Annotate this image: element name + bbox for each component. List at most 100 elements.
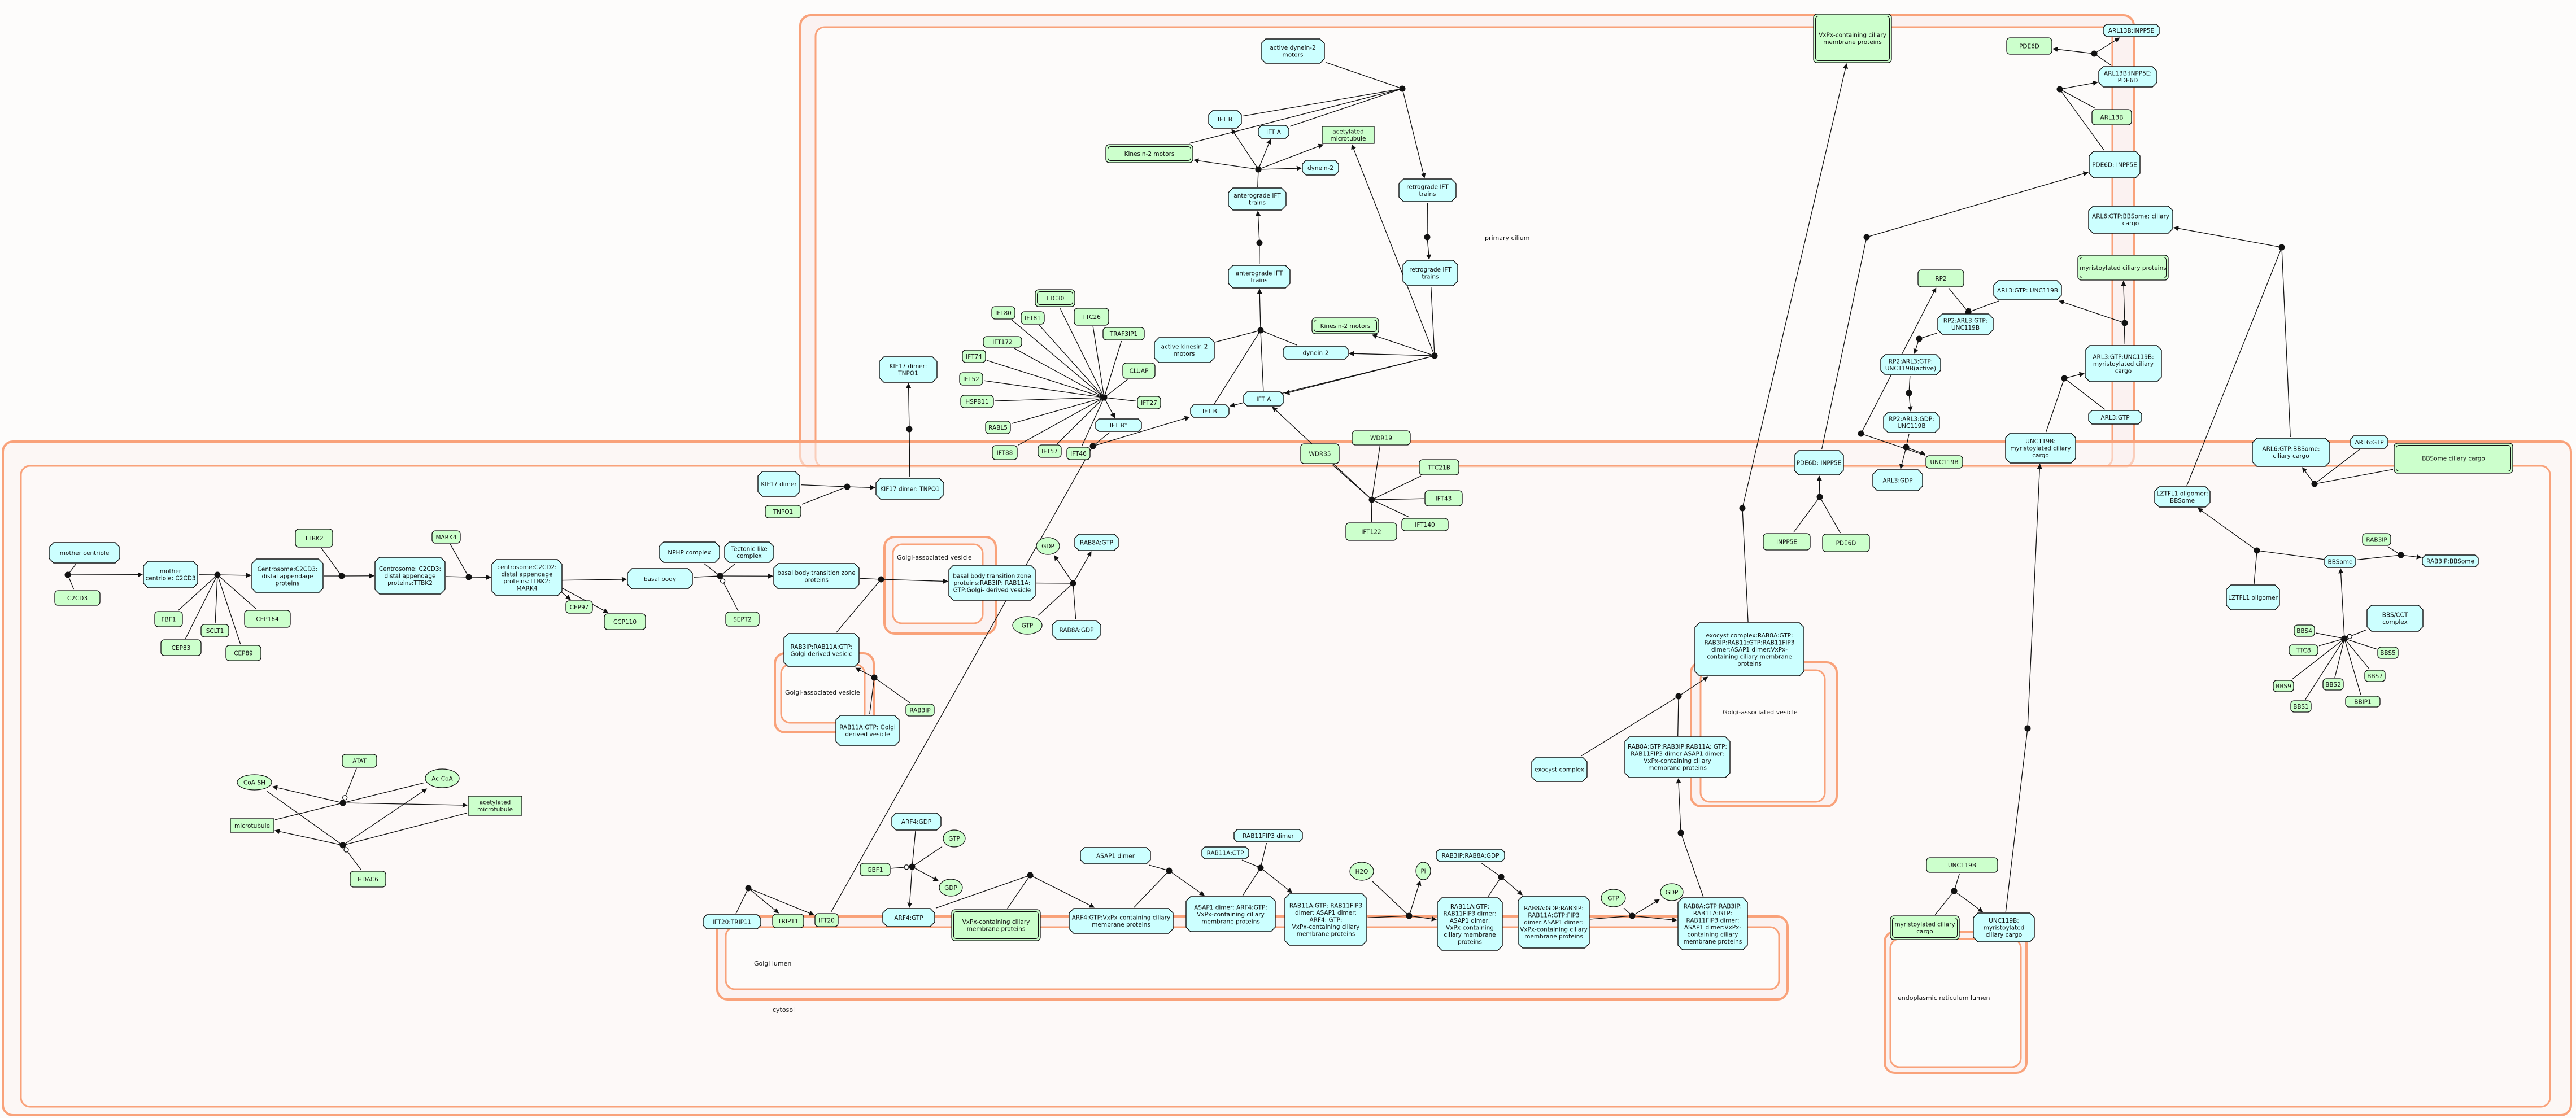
complex-node[interactable]: RAB8A:GTP [1074,534,1119,551]
reaction-node[interactable] [717,573,723,579]
complex-node[interactable]: LZTFL1 oligomer:BBSome [2154,486,2211,508]
complex-node[interactable]: basal body [627,568,693,589]
reaction[interactable] [1913,333,1937,354]
chemical-node[interactable]: GDP [1036,537,1060,555]
reaction-node[interactable] [1070,580,1076,587]
reaction-node[interactable] [2254,547,2260,554]
reaction[interactable] [1906,375,1913,412]
protein-node[interactable]: IFT88 [992,445,1018,460]
reaction-node[interactable] [906,426,913,433]
reaction[interactable] [693,563,773,612]
protein-node[interactable]: CLUAP [1122,363,1156,379]
protein-node[interactable]: BBIP1 [2345,696,2381,708]
protein-node[interactable]: PDE6D [1822,534,1870,552]
reaction[interactable] [1424,202,1432,260]
complex-node[interactable]: RP2:ARL3:GTP:UNC119B(active) [1880,354,1941,375]
complex-node[interactable]: BBSome [2324,555,2356,568]
reaction[interactable] [1793,475,1841,534]
protein-node[interactable]: C2CD3 [54,590,101,606]
protein-node[interactable]: WDR19 [1352,430,1411,446]
set-node[interactable]: myristoylated ciliary proteins [2077,255,2169,281]
reaction-node[interactable] [1816,494,1823,500]
protein-node[interactable]: TTC26 [1074,308,1109,326]
protein-node[interactable]: UNC119B [1926,857,1998,873]
reaction-node[interactable] [1257,327,1264,334]
reaction-node[interactable] [465,574,472,580]
reaction-node[interactable] [1739,505,1746,512]
reaction-node[interactable] [1916,335,1923,342]
chemical-node[interactable]: GDP [939,879,963,897]
reaction[interactable] [2173,226,2291,486]
reaction[interactable] [1580,676,1708,757]
complex-node[interactable]: ARL3:GTP: UNC119B [1993,280,2062,300]
chemical-node[interactable]: CoA-SH [237,774,272,791]
reaction[interactable] [1821,171,2089,450]
complex-node[interactable]: KIF17 dimer:TNPO1 [879,356,938,383]
polymer-node[interactable]: microtubule [230,818,274,833]
complex-node[interactable]: ARL6:GTP:BBSome:ciliary cargo [2252,438,2330,467]
complex-node[interactable]: ASAP1 dimer: ARF4:GTP:VxPx-containing ci… [1185,896,1276,932]
chemical-node[interactable]: H2O [1349,862,1374,881]
protein-node[interactable]: IFT20 [814,913,839,927]
complex-node[interactable]: RAB3IP:RAB8A:GDP [1436,849,1505,862]
complex-node[interactable]: ARL13B:INPP5E:PDE6D [2098,66,2157,88]
complex-node[interactable]: IFT B [1190,404,1230,418]
reaction-node[interactable] [2024,725,2031,732]
complex-node[interactable]: RP2:ARL3:GTP:UNC119B [1937,313,1994,335]
reaction[interactable] [1590,899,1677,923]
reaction[interactable] [1230,144,1438,408]
reaction[interactable] [735,885,814,916]
reaction-node[interactable] [1257,864,1264,871]
complex-node[interactable]: ARL6:GTP [2350,435,2388,449]
reaction-node[interactable] [2121,320,2128,326]
protein-node[interactable]: RAB3IP [905,704,935,717]
reaction-node[interactable] [338,573,345,579]
protein-node[interactable]: GBF1 [860,863,891,876]
reaction-node[interactable] [2398,552,2404,558]
protein-node[interactable]: SEPT2 [725,612,760,627]
protein-node[interactable]: RABL5 [985,421,1011,434]
complex-node[interactable]: IFT B* [1095,418,1142,432]
protein-node[interactable]: IFT172 [983,336,1022,348]
reaction-node[interactable] [2278,244,2285,251]
reaction-node[interactable] [1027,872,1034,879]
chemical-node[interactable]: GTP [1012,616,1043,635]
chemical-node[interactable]: GTP [943,829,966,848]
reaction[interactable] [1241,842,1293,896]
complex-node[interactable]: ARL3:GTP [2088,410,2142,425]
complex-node[interactable]: KIF17 dimer [757,471,800,497]
reaction-node[interactable] [878,576,884,583]
complex-node[interactable]: dynein-2 [1283,346,1349,360]
complex-node[interactable]: RAB11A:GTP [1201,846,1249,859]
protein-node[interactable]: UNC119B [1925,455,1963,469]
reaction-node[interactable] [339,842,346,849]
reaction[interactable] [1367,880,1437,922]
protein-node[interactable]: IFT140 [1401,518,1449,531]
reaction[interactable] [1739,63,1849,622]
reaction-node[interactable] [1101,394,1108,401]
protein-node[interactable]: IFT74 [962,350,986,363]
reaction[interactable] [891,831,943,908]
complex-node[interactable]: mother centriole [49,542,120,564]
reaction[interactable] [1214,289,1297,404]
protein-node[interactable]: IFT80 [991,306,1015,320]
reaction-node[interactable] [844,483,851,490]
complex-node[interactable]: ASAP1 dimer [1080,847,1151,864]
complex-node[interactable]: ARL3:GDP [1872,469,1923,491]
reaction-node[interactable] [1629,912,1636,919]
protein-node[interactable]: INPP5E [1763,533,1811,551]
protein-node[interactable]: BBS4 [2294,624,2315,637]
protein-node[interactable]: CEP83 [160,639,202,656]
reaction-node[interactable] [1406,912,1413,919]
complex-node[interactable]: RAB3IP:BBSome [2422,554,2479,567]
